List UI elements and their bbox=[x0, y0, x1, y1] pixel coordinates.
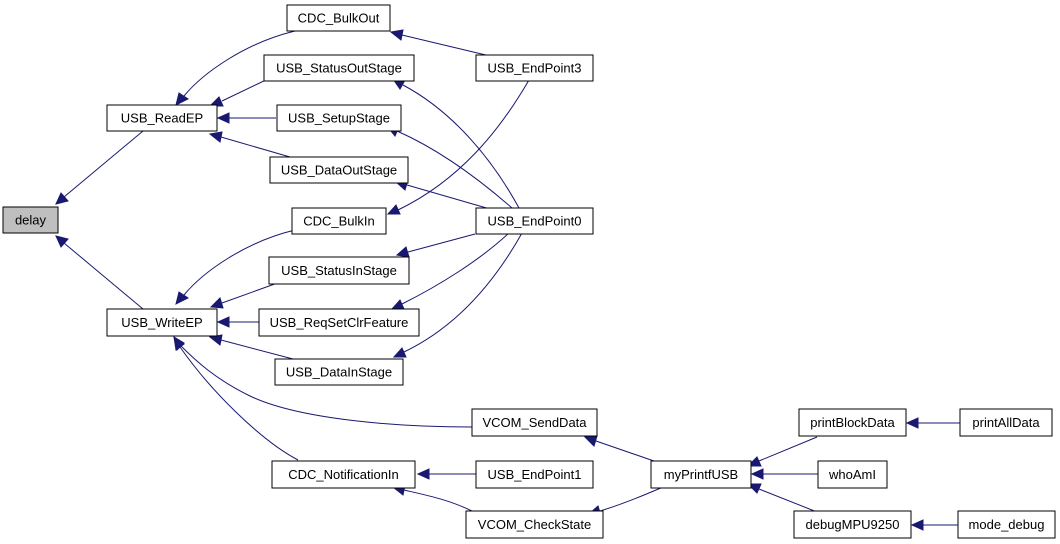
node-label: USB_StatusInStage bbox=[281, 263, 397, 278]
nodes-layer: delay USB_ReadEP USB_WriteEP CDC_BulkOut… bbox=[2, 4, 1056, 539]
arrowhead bbox=[208, 131, 223, 143]
edge-usb-endpoint3-to-cdc-bulkout bbox=[401, 34, 491, 57]
arrowhead bbox=[55, 192, 69, 205]
edge-usb-readep-to-delay bbox=[63, 130, 144, 198]
node-label: USB_DataOutStage bbox=[281, 163, 397, 178]
arrowhead bbox=[390, 299, 405, 310]
edge-myprintfusb-to-vcom-checkstate bbox=[599, 486, 664, 512]
arrowhead bbox=[209, 297, 224, 309]
edge-printblockdata-to-myprintfusb bbox=[758, 436, 818, 462]
node-vcom-senddata[interactable]: VCOM_SendData bbox=[471, 408, 598, 437]
node-cdc-notificationin[interactable]: CDC_NotificationIn bbox=[271, 460, 416, 489]
node-myprintfusb[interactable]: myPrintfUSB bbox=[650, 460, 752, 489]
edge-usb-dataoutstage-to-usb-readep bbox=[220, 136, 291, 158]
edge-usb-datainstage-to-usb-writeep bbox=[220, 339, 294, 360]
edge-usb-endpoint0-to-usb-setupstage bbox=[396, 130, 513, 209]
node-usb-statusoutstage[interactable]: USB_StatusOutStage bbox=[263, 54, 415, 82]
node-label: myPrintfUSB bbox=[664, 467, 738, 482]
node-usb-datainstage[interactable]: USB_DataInStage bbox=[274, 358, 404, 386]
arrowhead bbox=[395, 246, 410, 258]
edge-usb-endpoint0-to-usb-statusinstage bbox=[407, 233, 476, 253]
arrowhead bbox=[55, 235, 69, 248]
node-debugmpu9250[interactable]: debugMPU9250 bbox=[793, 510, 912, 539]
node-usb-reqsetclrfeature[interactable]: USB_ReqSetClrFeature bbox=[258, 308, 420, 337]
edge-usb-writeep-to-delay bbox=[63, 242, 144, 310]
arrowhead bbox=[583, 435, 598, 447]
edge-usb-endpoint3-to-cdc-bulkin bbox=[397, 79, 530, 211]
node-usb-readep[interactable]: USB_ReadEP bbox=[106, 104, 218, 132]
node-cdc-bulkout[interactable]: CDC_BulkOut bbox=[286, 4, 391, 32]
arrowhead bbox=[910, 519, 924, 531]
arrowhead bbox=[392, 347, 407, 358]
node-label: CDC_BulkOut bbox=[298, 11, 380, 26]
arrowhead bbox=[905, 417, 919, 429]
node-whoami[interactable]: whoAmI bbox=[817, 460, 888, 489]
node-label: USB_DataInStage bbox=[286, 365, 392, 380]
edge-myprintfusb-to-vcom-senddata bbox=[595, 440, 655, 462]
edge-vcom-senddata-to-usb-writeep bbox=[180, 345, 473, 428]
node-printblockdata[interactable]: printBlockData bbox=[798, 408, 907, 437]
arrowhead bbox=[750, 468, 764, 480]
node-usb-setupstage[interactable]: USB_SetupStage bbox=[276, 104, 402, 132]
arrowhead bbox=[216, 112, 230, 124]
edge-debugmpu9250-to-myprintfusb bbox=[758, 488, 818, 513]
node-label: whoAmI bbox=[828, 467, 876, 482]
node-usb-endpoint0[interactable]: USB_EndPoint0 bbox=[475, 207, 594, 235]
edge-usb-endpoint0-to-usb-dataoutstage bbox=[406, 184, 491, 210]
node-mode-debug[interactable]: mode_debug bbox=[957, 510, 1056, 539]
node-label: mode_debug bbox=[969, 517, 1045, 532]
node-usb-endpoint3[interactable]: USB_EndPoint3 bbox=[475, 54, 594, 82]
node-label: USB_EndPoint1 bbox=[488, 467, 582, 482]
arrowhead bbox=[389, 29, 404, 41]
node-label: USB_EndPoint0 bbox=[488, 214, 582, 229]
edge-vcom-checkstate-to-cdc-notificationin bbox=[403, 489, 475, 513]
node-label: printBlockData bbox=[810, 415, 895, 430]
node-label: USB_SetupStage bbox=[288, 111, 390, 126]
arrowhead bbox=[175, 92, 189, 106]
node-cdc-bulkin[interactable]: CDC_BulkIn bbox=[291, 207, 387, 235]
node-label: USB_ReqSetClrFeature bbox=[270, 315, 409, 330]
node-label: printAllData bbox=[972, 415, 1040, 430]
node-label: VCOM_CheckState bbox=[478, 517, 591, 532]
node-label: CDC_NotificationIn bbox=[288, 467, 399, 482]
node-usb-endpoint1[interactable]: USB_EndPoint1 bbox=[475, 460, 594, 489]
edge-usb-endpoint0-to-usb-datainstage bbox=[403, 232, 523, 353]
node-delay[interactable]: delay bbox=[2, 206, 59, 234]
edge-usb-statusinstage-to-usb-writeep bbox=[221, 280, 284, 304]
arrowhead bbox=[175, 291, 189, 305]
arrowhead bbox=[216, 316, 230, 328]
node-printalldata[interactable]: printAllData bbox=[959, 408, 1053, 437]
node-label: USB_ReadEP bbox=[121, 111, 203, 126]
node-usb-dataoutstage[interactable]: USB_DataOutStage bbox=[269, 156, 409, 184]
node-label: USB_EndPoint3 bbox=[488, 61, 582, 76]
node-label: USB_StatusOutStage bbox=[276, 61, 402, 76]
edge-usb-statusoutstage-to-usb-readep bbox=[221, 78, 269, 102]
node-vcom-checkstate[interactable]: VCOM_CheckState bbox=[465, 510, 604, 539]
edge-usb-endpoint0-to-usb-reqsetclrfeature bbox=[401, 232, 510, 305]
node-label: USB_WriteEP bbox=[121, 315, 202, 330]
node-label: VCOM_SendData bbox=[482, 415, 587, 430]
node-label: delay bbox=[15, 213, 47, 228]
edge-cdc-notificationin-to-usb-writeep bbox=[179, 346, 299, 461]
arrowhead bbox=[173, 335, 185, 351]
arrowhead bbox=[416, 468, 430, 480]
node-usb-statusinstage[interactable]: USB_StatusInStage bbox=[268, 256, 410, 285]
node-usb-writeep[interactable]: USB_WriteEP bbox=[106, 308, 218, 337]
arrowhead bbox=[386, 204, 401, 215]
edge-cdc-bulkout-to-usb-readep bbox=[183, 30, 296, 97]
edge-cdc-bulkin-to-usb-writeep bbox=[183, 229, 296, 296]
node-label: debugMPU9250 bbox=[806, 517, 900, 532]
node-label: CDC_BulkIn bbox=[303, 214, 375, 229]
edge-usb-endpoint0-to-usb-statusoutstage bbox=[402, 84, 520, 209]
